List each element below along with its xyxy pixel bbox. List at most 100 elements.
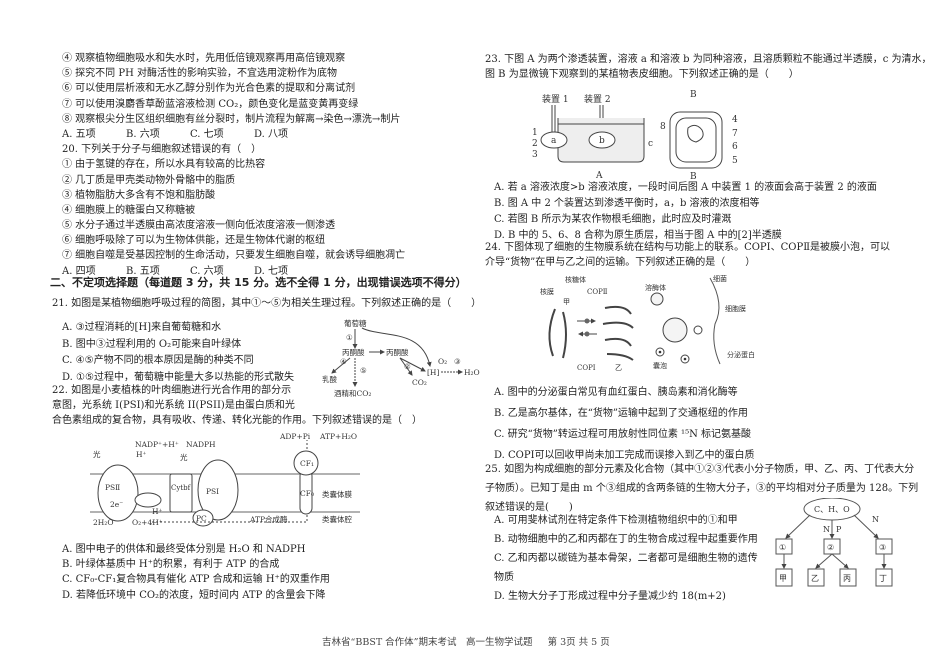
q23-options: A. 若 a 溶液浓度>b 溶液浓度，一段时间后图 A 中装置 1 的液面会高于…	[494, 180, 877, 244]
option-c: C. 七项	[190, 128, 224, 140]
monomer-1-label: ①	[779, 543, 786, 552]
option-c: C. 乙和丙都以碳链为基本骨架，二者都可是细胞生物的遗传	[494, 553, 758, 564]
q24-stem: 24. 下图体现了细胞的生物膜系统在结构与功能上的联系。COPⅠ、COPⅡ是被膜…	[485, 240, 890, 270]
option-b: B. 图中③过程利用的 O₂可能来自叶绿体	[62, 338, 242, 350]
label-5: 5	[732, 156, 738, 166]
label-1: 1	[532, 128, 538, 138]
lactic-acid-label: 乳酸	[322, 374, 337, 384]
q25-stem-line: 子物质）。已知丁是由 m 个③组成的含两条链的生物大分子，③的平均相对分子质量为…	[485, 483, 919, 494]
n-label: N	[823, 525, 830, 534]
exam-title: 吉林省“BBST 合作体”期末考试 高一生物学试题	[322, 637, 533, 648]
polymer-bing-label: 丙	[843, 574, 851, 583]
option-b: B. 乙是高尔基体，在“货物”运输中起到了交通枢纽的作用	[494, 408, 748, 419]
vesicle-label: 囊泡	[653, 361, 667, 370]
option-b: B. 六项	[126, 128, 160, 140]
ps1-label: PSⅠ	[206, 487, 219, 496]
option-d: D. 若降低环境中 CO₂的浓度，短时间内 ATP 的含量会下降	[62, 589, 326, 601]
light-label: 光	[180, 452, 188, 462]
section-heading: 二、不定项选择题（每道题 3 分，共 15 分。选不全得 1 分，出现错误选项不…	[50, 276, 467, 289]
oxygen-label: O₂+4H⁺	[132, 518, 163, 527]
process-5-label: ⑤	[360, 366, 367, 375]
bacteria-label: 细菌	[713, 274, 727, 283]
nadph-label: NADPH	[186, 440, 216, 449]
figure-b-label: B	[690, 90, 697, 100]
option-d: D. ①⑤过程中，葡萄糖中能量大多以热能的形式散失	[62, 371, 294, 383]
option-c: C. 六项	[190, 265, 224, 277]
option-d: D. 八项	[254, 128, 289, 140]
option-a: A. 图中的分泌蛋白常见有血红蛋白、胰岛素和消化酶等	[494, 387, 738, 398]
option-b: B. 五项	[126, 265, 160, 277]
respiration-diagram: 葡萄糖 ① 丙酮酸 丙酮酸 ② CO₂ [H] O₂ ③ H₂O ④ 乳酸 ⑤ …	[322, 318, 480, 398]
pyruvate-label: 丙酮酸	[342, 347, 365, 357]
q23-stem: 23. 下图 A 为两个渗透装置，溶液 a 和溶液 b 为同种溶液，且溶质颗粒不…	[485, 52, 932, 82]
page-footer: 吉林省“BBST 合作体”期末考试 高一生物学试题 第 3页 共 5 页	[322, 634, 622, 648]
h-plus-label: H⁺	[136, 450, 147, 459]
q20-item: ⑤ 水分子通过半透膜由高浓度溶液一侧向低浓度溶液一侧渗透	[62, 220, 336, 232]
atp-synthase-label: ATP合成酶	[249, 514, 288, 524]
nadp-label: NADP⁺+H⁺	[135, 440, 179, 449]
polymer-ding-label: 丁	[879, 574, 887, 583]
q19-item: ⑦ 可以使用溴麝香草酚蓝溶液检测 CO₂，颜色变化是蓝变黄再变绿	[62, 98, 359, 110]
q25-stem-line: 25. 如图为构成细胞的部分元素及化合物（其中①②③代表小分子物质，甲、乙、丙、…	[485, 464, 915, 475]
option-d: D. COPⅠ可以回收甲尚未加工完成而误掺入到乙中的蛋白质	[494, 450, 755, 461]
q23-stem-line: 图 B 为显微镜下观察到的某植物表皮细胞。下列叙述正确的是（ ）	[485, 69, 799, 81]
page-number: 第 3页 共 5 页	[547, 637, 610, 648]
co2-label: CO₂	[412, 378, 427, 387]
q25-options: A. 可用斐林试剂在特定条件下检测植物组织中的①和甲 B. 动物细胞中的乙和丙都…	[494, 513, 758, 608]
er-label: 甲	[563, 298, 570, 306]
polymer-yi-label: 乙	[811, 574, 819, 583]
secretory-protein-label: 分泌蛋白	[727, 350, 755, 359]
option-c: C. 研究“货物”转运过程可用放射性同位素 ¹⁵N 标记氨基酸	[494, 429, 752, 440]
q24-options: A. 图中的分泌蛋白常见有血红蛋白、胰岛素和消化酶等 B. 乙是高尔基体，在“货…	[494, 385, 755, 469]
process-4-label: ④	[340, 357, 347, 366]
water-label: 2H₂O	[93, 518, 113, 527]
membrane-system-diagram: 核糖体 核膜 COPⅡ 甲 COPⅠ 乙 溶酶体 囊泡 细菌 细胞膜 分泌蛋白	[540, 274, 755, 372]
option-a: A. 若 a 溶液浓度>b 溶液浓度，一段时间后图 A 中装置 1 的液面会高于…	[494, 182, 877, 193]
thylakoid-lumen-label: 类囊体腔	[322, 514, 352, 524]
elements-label: C、H、O	[814, 505, 850, 514]
photosynthesis-diagram: ADP+Pi ATP+H₂O NADP⁺+H⁺ NADPH 光 光 H⁺ PSⅡ…	[90, 432, 360, 527]
ps2-label: PSⅡ	[105, 483, 120, 492]
q22-stem: 22. 如图是小麦植株的叶肉细胞进行光合作用的部分示 意图，光系统 I(PSI)…	[52, 383, 422, 429]
option-b: B. 动物细胞中的乙和丙都在丁的生物合成过程中起重要作用	[494, 534, 758, 545]
q19-item: ④ 观察植物细胞吸水和失水时，先用低倍镜观察再用高倍镜观察	[62, 53, 346, 64]
q24-stem-line: 24. 下图体现了细胞的生物膜系统在结构与功能上的联系。COPⅠ、COPⅡ是被膜…	[485, 242, 890, 253]
copi-label: COPⅠ	[577, 364, 596, 372]
light-label: 光	[93, 449, 101, 459]
process-3-label: ③	[454, 357, 461, 366]
lysosome-label: 溶酶体	[645, 283, 666, 292]
q19-options: A. 五项 B. 六项 C. 七项 D. 八项	[62, 127, 472, 142]
q25-stem-line: 叙述错误的是( )	[485, 502, 573, 513]
option-d: D. 七项	[254, 265, 289, 277]
solution-a-label: a	[551, 136, 557, 146]
device-2-label: 装置 2	[584, 93, 611, 105]
q20-item: ④ 细胞膜上的糖蛋白又称糖被	[62, 204, 196, 216]
process-2-label: ②	[404, 362, 411, 371]
option-a: A. 图中电子的供体和最终受体分别是 H₂O 和 NADPH	[62, 544, 306, 555]
option-c-continued: 物质	[494, 572, 514, 583]
q20-item: ③ 植物脂肪大多含有不饱和脂肪酸	[62, 189, 216, 201]
q21-stem: 21. 如图是某植物细胞呼吸过程的简图，其中①～⑤为相关生理过程。下列叙述正确的…	[52, 298, 482, 309]
monomer-2-label: ②	[827, 543, 834, 552]
q22-stem-line: 22. 如图是小麦植株的叶肉细胞进行光合作用的部分示	[52, 385, 292, 396]
cf0-label: CF₀	[300, 489, 314, 498]
q20-item: ① 由于氢键的存在，所以水具有较高的比热容	[62, 159, 266, 171]
pyruvate-label: 丙酮酸	[386, 347, 409, 357]
h-label: [H]	[427, 368, 439, 377]
option-c: C. 若图 B 所示为某农作物根毛细胞，此时应及时灌溉	[494, 214, 732, 225]
ribosome-label: 核糖体	[565, 275, 586, 284]
figure-a-label: A	[595, 171, 603, 180]
process-1-label: ①	[346, 333, 353, 342]
solution-b-label: b	[599, 136, 605, 146]
label-8: 8	[660, 122, 666, 132]
label-4: 4	[732, 115, 738, 125]
n-label: N	[872, 515, 879, 524]
atp-label: ATP+H₂O	[319, 432, 357, 441]
option-a: A. 五项	[62, 128, 96, 140]
h-plus-label: H⁺	[152, 507, 163, 516]
label-7: 7	[732, 129, 738, 139]
copii-label: COPⅡ	[587, 288, 608, 296]
cell-membrane-label: 细胞膜	[725, 304, 746, 313]
q23-stem-line: 23. 下图 A 为两个渗透装置，溶液 a 和溶液 b 为同种溶液，且溶质颗粒不…	[485, 54, 932, 65]
